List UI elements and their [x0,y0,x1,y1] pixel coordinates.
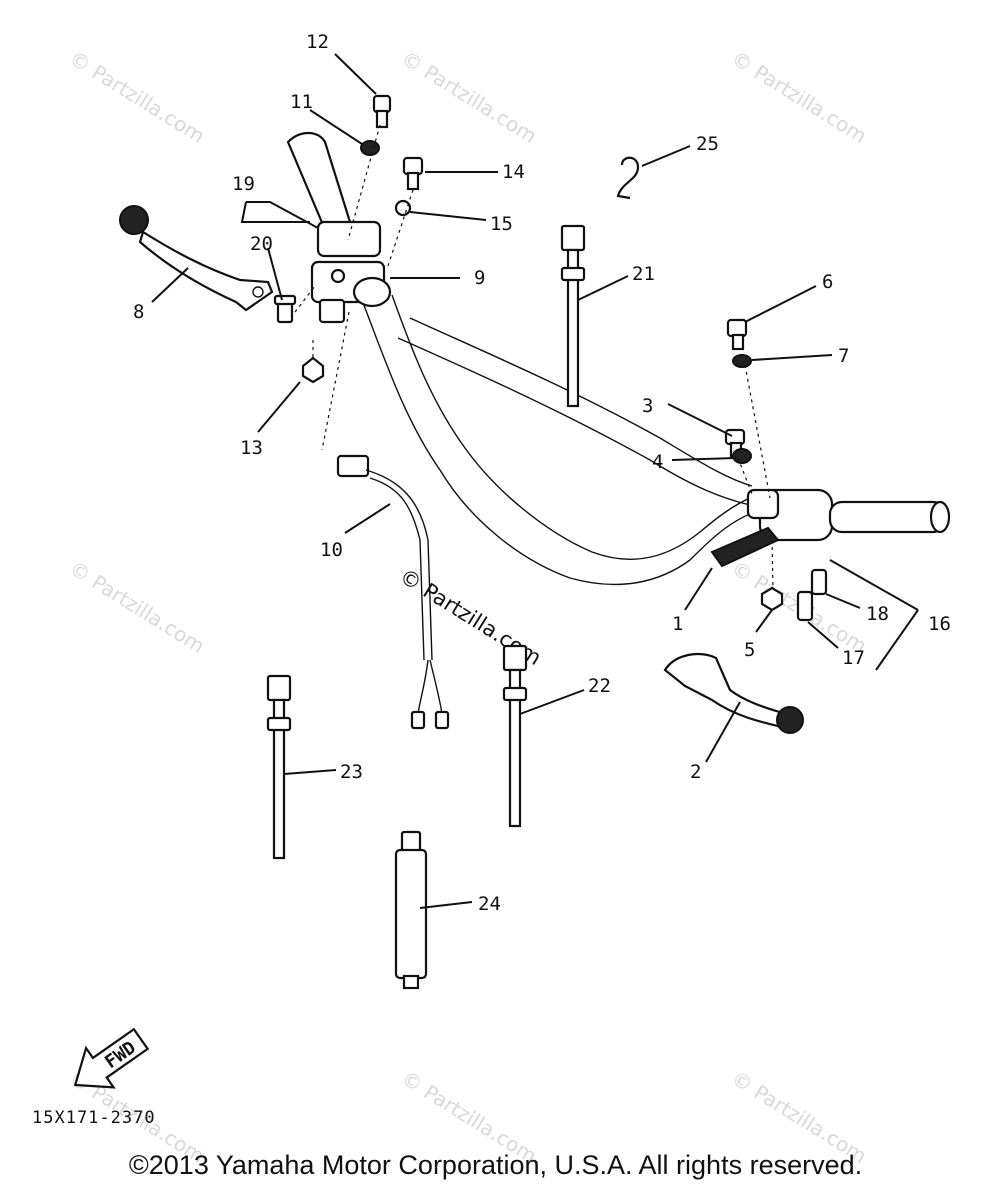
callout-25: 25 [696,133,719,155]
callout-24: 24 [478,893,501,915]
switch-cable [336,454,450,730]
watermarks: © Partzilla.com © Partzilla.com © Partzi… [65,46,871,1168]
callout-5: 5 [744,639,755,661]
watermark: © Partzilla.com [397,46,541,148]
callout-18: 18 [866,603,889,625]
callout-15: 15 [490,213,513,235]
leader-lines [151,53,919,909]
right-lever-assembly [663,318,951,734]
callout-8: 8 [133,301,144,323]
callout-21: 21 [632,263,655,285]
callout-12: 12 [306,31,329,53]
callout-2: 2 [690,761,701,783]
left-lever-assembly [119,94,424,451]
watermark: © Partzilla.com [727,46,871,148]
callout-4: 4 [652,451,663,473]
cable-ties [266,156,640,990]
callout-labels: 1 2 3 4 5 6 7 8 9 10 11 12 13 14 15 16 1… [133,31,951,915]
handlebar [361,294,766,586]
callout-6: 6 [822,271,833,293]
callout-22: 22 [588,675,611,697]
callout-10: 10 [320,539,343,561]
callout-16: 16 [928,613,951,635]
callout-20: 20 [250,233,273,255]
drawing-code: 15X171-2370 [32,1108,156,1128]
callout-17: 17 [842,647,865,669]
callout-7: 7 [838,345,849,367]
callout-19: 19 [232,173,255,195]
callout-23: 23 [340,761,363,783]
callout-11: 11 [290,91,313,113]
watermark: © Partzilla.com [65,556,209,658]
callout-14: 14 [502,161,525,183]
copyright-notice: ©2013 Yamaha Motor Corporation, U.S.A. A… [128,1150,863,1180]
watermark: © Partzilla.com [65,46,209,148]
callout-3: 3 [642,395,653,417]
callout-13: 13 [240,437,263,459]
callout-1: 1 [672,613,683,635]
callout-9: 9 [474,267,485,289]
